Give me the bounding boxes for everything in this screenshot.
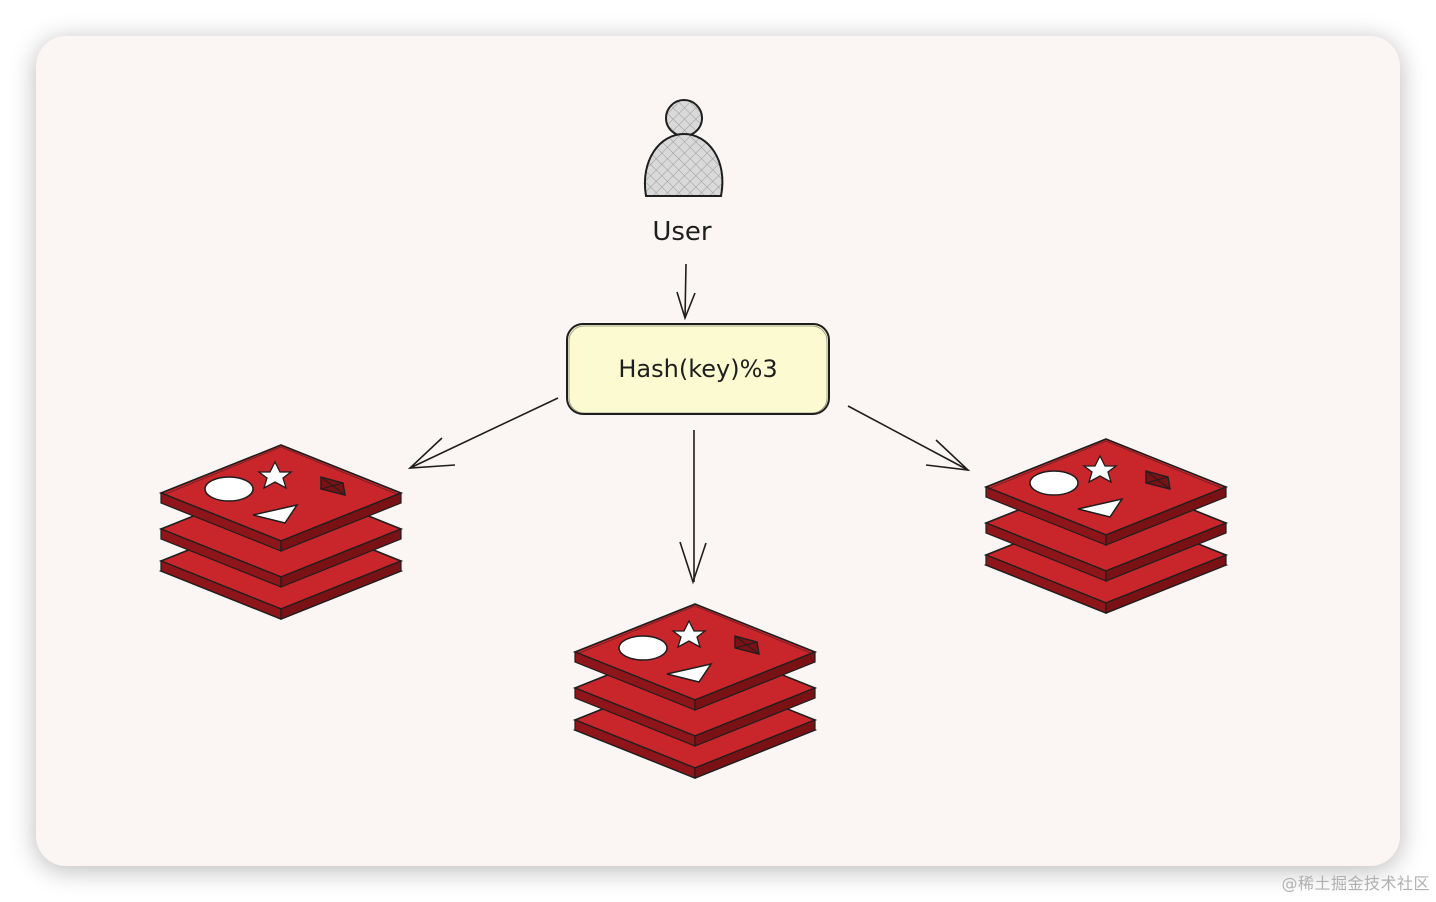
redis-node-left-icon — [160, 444, 402, 620]
redis-node-right-icon — [985, 438, 1227, 614]
redis-node-center-icon — [574, 603, 816, 779]
arrow-hash-to-redis-1 — [407, 397, 559, 469]
hash-box — [566, 323, 830, 415]
user-icon — [643, 99, 724, 197]
watermark: @稀土掘金技术社区 — [1281, 874, 1430, 893]
arrow-hash-to-redis-3 — [847, 405, 971, 472]
arrow-hash-to-redis-2 — [679, 430, 707, 585]
hash-box-label: Hash(key)%3 — [618, 355, 777, 383]
user-label: User — [652, 217, 712, 247]
arrow-user-to-hash — [676, 263, 696, 321]
